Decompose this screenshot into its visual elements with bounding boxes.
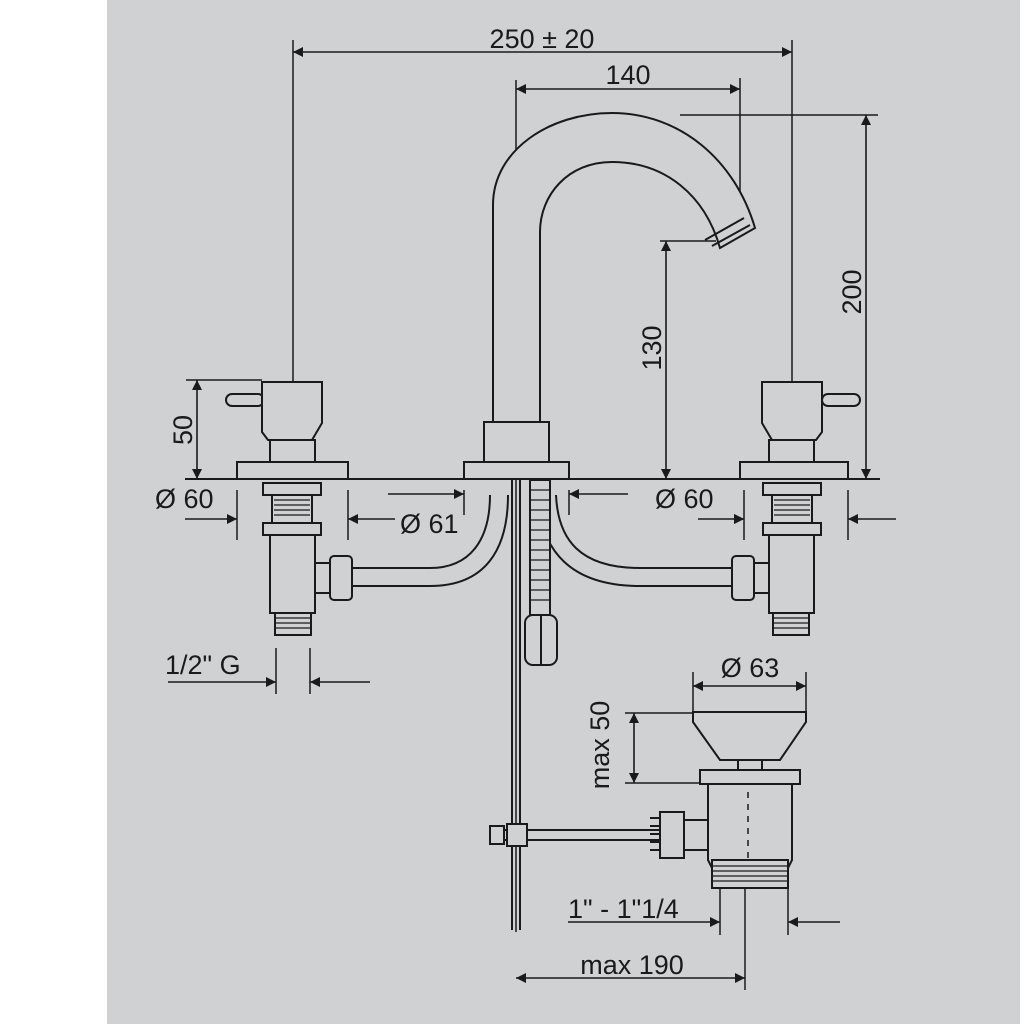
label-spout-height: 130 (637, 325, 667, 370)
left-valve-body (262, 482, 509, 636)
dimension-lines (168, 47, 896, 983)
dimension-labels: 250 ± 20 140 200 130 50 Ø 60 Ø 61 Ø 60 1… (155, 24, 867, 980)
label-drain-rod: max 190 (580, 950, 684, 980)
flex-hose (524, 479, 558, 666)
popup-rod (489, 480, 660, 930)
right-handle-base-plate (739, 461, 849, 480)
spout-collar (483, 421, 550, 463)
left-handle-base-plate (236, 461, 349, 480)
label-spout-reach: 140 (605, 60, 650, 90)
left-handle (225, 381, 349, 480)
label-overall-width: 250 ± 20 (490, 24, 595, 54)
label-drain-diameter: Ø 63 (721, 653, 780, 683)
label-total-height: 200 (837, 269, 867, 314)
label-handle-base-right: Ø 60 (655, 484, 714, 514)
spout (463, 111, 757, 480)
right-handle (739, 381, 861, 480)
drain-assembly (650, 711, 807, 889)
label-inlet-thread: 1/2" G (165, 650, 241, 680)
spout-base-plate (463, 461, 570, 480)
label-drain-thread: 1" - 1"1/4 (568, 894, 679, 924)
label-handle-base-left: Ø 60 (155, 484, 214, 514)
label-spout-base: Ø 61 (400, 509, 459, 539)
right-valve-body (537, 482, 822, 636)
label-handle-height: 50 (168, 415, 198, 445)
label-drain-height: max 50 (585, 701, 615, 790)
